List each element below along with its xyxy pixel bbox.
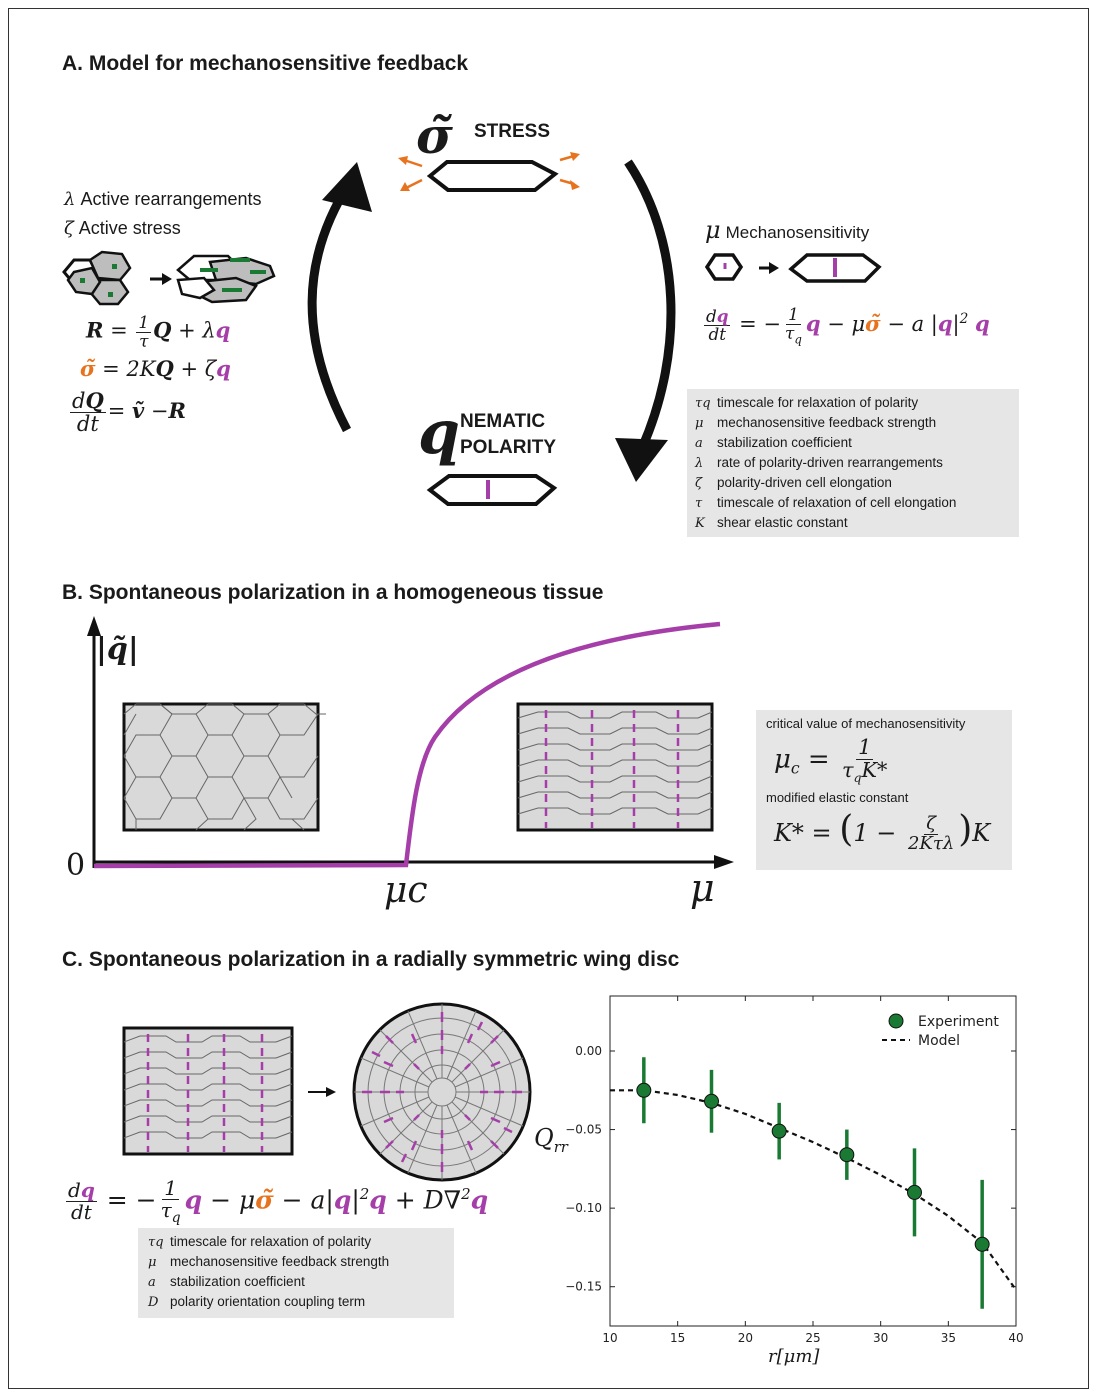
panel-a-title: A. Model for mechanosensitive feedback bbox=[62, 52, 469, 75]
polarity-label-line1: NEMATIC bbox=[460, 411, 546, 432]
polarity-label-line2: POLARITY bbox=[460, 437, 557, 458]
bifurcation-plot bbox=[87, 616, 734, 869]
mu-label: Mechanosensitivity bbox=[725, 223, 870, 242]
x-tick-label: 25 bbox=[805, 1331, 820, 1345]
polarization-curve bbox=[93, 621, 721, 869]
experiment-point bbox=[704, 1093, 719, 1109]
panel-b-y-label: |q̃| bbox=[96, 632, 139, 667]
panel-c-title: C. Spontaneous polarization in a radiall… bbox=[62, 948, 680, 971]
x-tick-label: 30 bbox=[873, 1331, 888, 1345]
panel-b-origin-label: 0 bbox=[66, 848, 86, 883]
unpolarized-tissue-diagram bbox=[122, 702, 326, 832]
feedback-loop-arrows bbox=[307, 159, 676, 482]
zeta-row: ζ Active stress bbox=[64, 218, 181, 239]
figure-frame bbox=[8, 8, 1089, 1389]
x-tick-label: 10 bbox=[602, 1331, 617, 1345]
experiment-point bbox=[839, 1147, 855, 1163]
experiment-point bbox=[771, 1123, 787, 1139]
active-rearrangement-diagram bbox=[62, 250, 276, 306]
wing-disc-diagram bbox=[122, 1002, 532, 1182]
x-tick-label: 35 bbox=[941, 1331, 956, 1345]
experiment-point bbox=[974, 1236, 990, 1252]
equation-sigma: σ̃ = 2KQ + ζq bbox=[80, 356, 231, 381]
y-tick-label: −0.10 bbox=[565, 1201, 602, 1215]
experiment-point bbox=[636, 1082, 652, 1098]
modified-constant-label: modified elastic constant bbox=[766, 790, 909, 806]
polarized-tissue-diagram bbox=[516, 702, 714, 832]
lambda-row: λ Active rearrangements bbox=[64, 189, 262, 210]
experiment-point bbox=[907, 1184, 922, 1200]
zeta-symbol: ζ bbox=[64, 218, 74, 239]
zeta-label: Active stress bbox=[78, 218, 181, 238]
loop-arrowhead-right bbox=[615, 438, 668, 482]
legend-label-experiment: Experiment bbox=[918, 1014, 999, 1030]
stress-symbol: σ̃ bbox=[416, 106, 453, 165]
panel-b-mu-label: μ bbox=[690, 866, 715, 910]
y-tick-label: −0.15 bbox=[565, 1280, 602, 1294]
mu-symbol: μ bbox=[705, 216, 721, 244]
y-tick-label: 0.00 bbox=[575, 1044, 602, 1058]
lambda-symbol: λ bbox=[64, 189, 76, 210]
y-tick-label: −0.05 bbox=[565, 1123, 602, 1137]
critical-value-label: critical value of mechanosensitivity bbox=[766, 716, 966, 731]
loop-arrowhead-left bbox=[322, 162, 372, 212]
panel-b-mu-c-label: μc bbox=[384, 870, 428, 911]
loop-arrow-right bbox=[624, 159, 676, 450]
polarity-cell-diagram bbox=[426, 474, 558, 506]
mechanosensitivity-diagram bbox=[704, 253, 882, 283]
panel-b-title: B. Spontaneous polarization in a homogen… bbox=[62, 581, 604, 604]
lambda-label: Active rearrangements bbox=[80, 189, 262, 209]
qrr-chart: 10 15 20 25 30 35 40 0.00 −0.05 −0.10 −0.15 Experim… bbox=[565, 995, 1024, 1345]
polarity-symbol: q bbox=[418, 398, 460, 468]
chart-x-label: r[μm] bbox=[768, 1346, 820, 1367]
loop-arrow-left bbox=[307, 179, 354, 433]
panel-b-info-box: critical value of mechanosensitivity μc … bbox=[756, 710, 1012, 870]
plot-area bbox=[609, 995, 1017, 1327]
stress-label: STRESS bbox=[474, 121, 551, 142]
x-tick-label: 40 bbox=[1008, 1331, 1023, 1345]
x-tick-label: 20 bbox=[738, 1331, 753, 1345]
stress-cell-diagram bbox=[398, 152, 580, 192]
model-line bbox=[610, 1089, 1017, 1291]
mu-row: μ Mechanosensitivity bbox=[705, 216, 869, 244]
chart-y-label: Qrr bbox=[534, 1124, 568, 1156]
legend-marker-experiment bbox=[888, 1013, 904, 1029]
legend-label-model: Model bbox=[918, 1033, 960, 1049]
x-tick-label: 15 bbox=[670, 1331, 685, 1345]
